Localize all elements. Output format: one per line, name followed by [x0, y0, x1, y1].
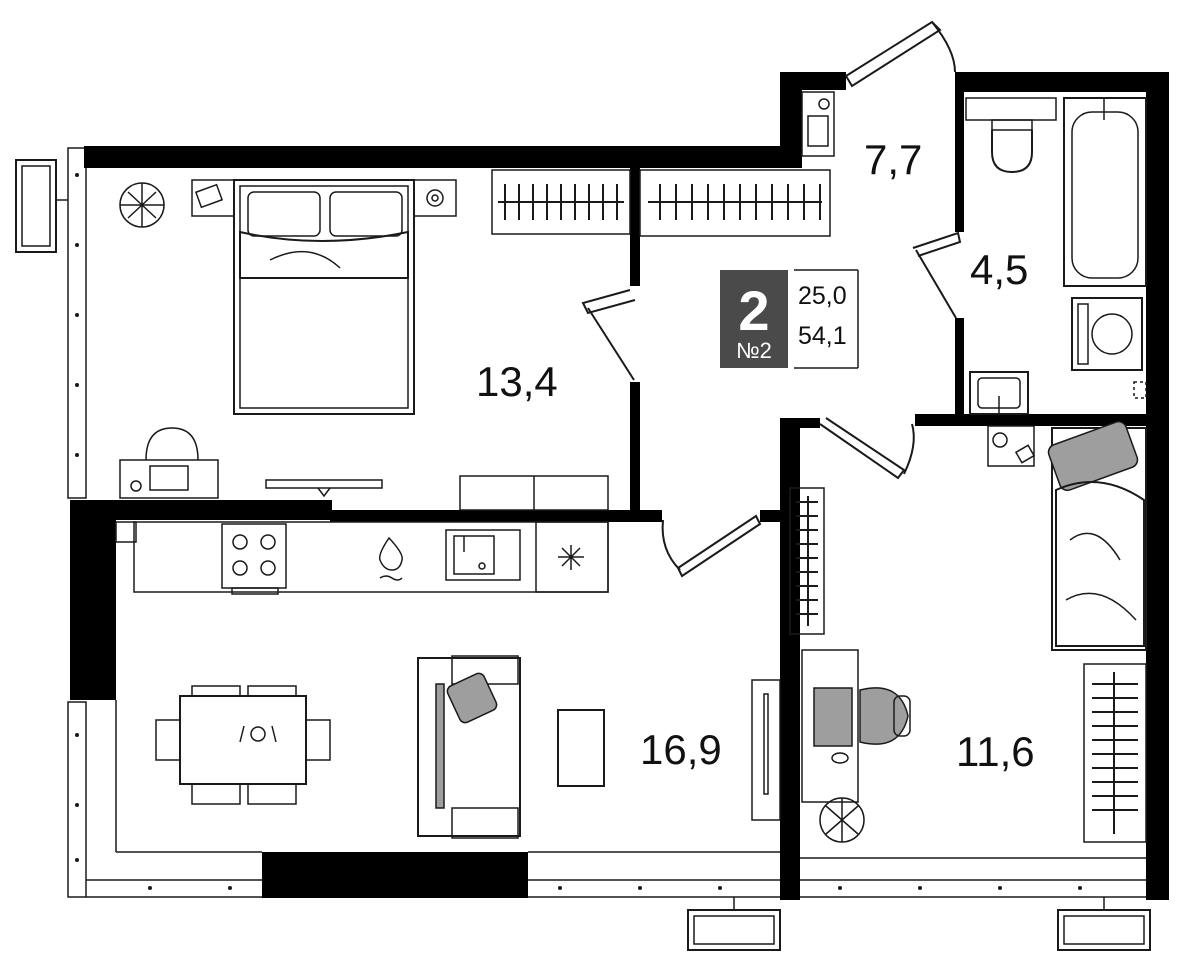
room-area-bathroom: 4,5 — [970, 246, 1028, 293]
room-area-hall: 7,7 — [864, 136, 922, 183]
walls — [70, 72, 1169, 900]
second-bedroom-furniture — [789, 420, 1147, 859]
room-area-kitchen-living: 16,9 — [640, 726, 722, 773]
living-area: 25,0 — [798, 282, 847, 310]
kitchen-living-furniture — [115, 521, 781, 839]
bathroom-fixtures — [965, 97, 1147, 415]
room-area-bedroom: 13,4 — [476, 358, 558, 405]
apartment-badge: 2 №2 25,0 54,1 — [720, 269, 859, 369]
plant-icon — [119, 182, 165, 228]
room-area-second-bedroom: 11,6 — [956, 728, 1035, 775]
plant-icon — [819, 797, 865, 843]
bedroom-furniture — [119, 169, 631, 511]
doors — [581, 20, 962, 578]
rooms-count: 2 — [738, 279, 769, 342]
total-area: 54,1 — [798, 322, 847, 350]
apartment-number: №2 — [736, 338, 772, 363]
hall-furniture — [639, 91, 835, 237]
